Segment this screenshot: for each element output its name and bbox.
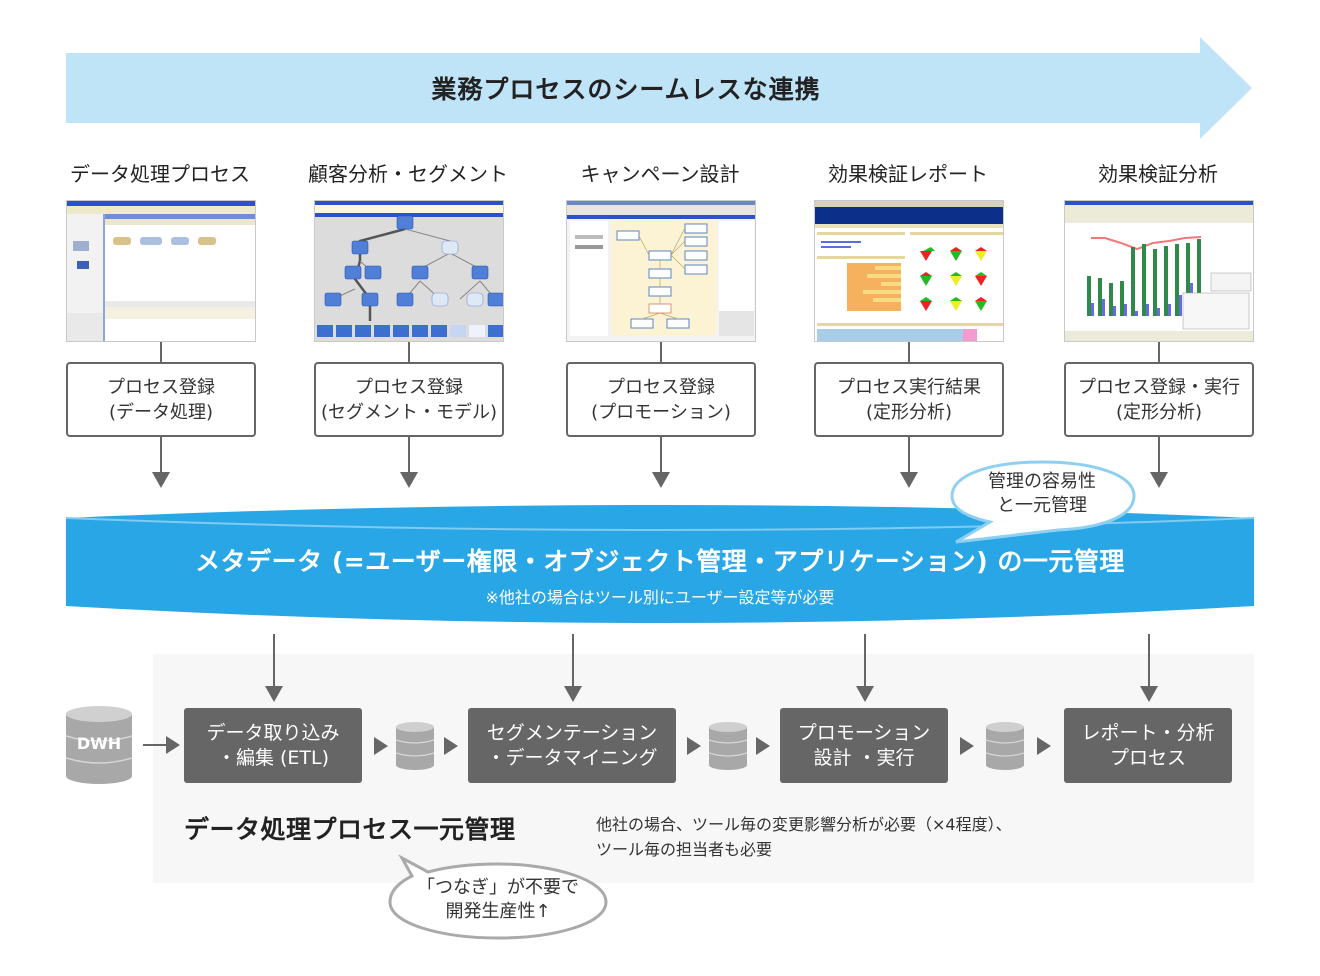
arrow-line: [1148, 634, 1150, 689]
database-icon: [708, 722, 748, 770]
arrow-line: [864, 634, 866, 689]
process-box-report: プロセス実行結果 (定形分析): [814, 362, 1004, 437]
connector-line: [160, 342, 162, 362]
process-box-data-processing: プロセス登録 (データ処理): [66, 362, 256, 437]
arrow-down-icon: [400, 472, 418, 488]
arrow-right-icon: [166, 736, 180, 754]
process-box-line2: (プロモーション): [591, 401, 731, 423]
database-icon: [395, 722, 435, 770]
panel-title: データ処理プロセス一元管理: [184, 815, 516, 844]
pipeline-step-promotion: プロモーション 設計 ・実行: [780, 708, 948, 783]
pipeline-step-line2: 設計 ・実行: [813, 746, 915, 769]
campaign-flow-screenshot: [566, 200, 756, 342]
column-title-data-processing: データ処理プロセス: [70, 162, 250, 186]
bubble-line2: と一元管理: [997, 495, 1087, 516]
connector-line: [660, 342, 662, 362]
arrow-right-icon: [756, 737, 770, 755]
pipeline-step-etl: データ取り込み ・編集 (ETL): [184, 708, 362, 783]
arrow-line: [1158, 437, 1160, 473]
pipeline-step-segmentation: セグメンテーション ・データマイニング: [468, 708, 676, 783]
process-box-line2: (定形分析): [865, 401, 953, 423]
process-box-line2: (定形分析): [1115, 401, 1203, 423]
arrow-down-icon: [856, 686, 874, 702]
arrow-down-icon: [265, 686, 283, 702]
panel-note-line2: ツール毎の担当者も必要: [596, 840, 773, 859]
arrow-right-icon: [960, 737, 974, 755]
process-box-line2: (データ処理): [108, 401, 214, 423]
pipeline-step-report: レポート・分析 プロセス: [1064, 708, 1232, 783]
arrow-down-icon: [900, 472, 918, 488]
arrow-down-icon: [152, 472, 170, 488]
banner-arrow-shape: [66, 37, 1252, 139]
dwh-label: DWH: [76, 734, 122, 753]
arrow-right-icon: [444, 737, 458, 755]
analysis-chart-screenshot: [1064, 200, 1254, 342]
arrow-down-icon: [564, 686, 582, 702]
pipeline-step-line1: レポート・分析: [1081, 721, 1215, 744]
report-dashboard-screenshot: [814, 200, 1004, 342]
arrow-line: [273, 634, 275, 689]
segment-tree-screenshot: [314, 200, 504, 342]
column-title-analysis: 効果検証分析: [1098, 162, 1218, 186]
process-box-segment: プロセス登録 (セグメント・モデル): [314, 362, 504, 437]
connector-line: [1158, 342, 1160, 362]
arrow-line: [160, 437, 162, 473]
connector-line: [408, 342, 410, 362]
data-processing-screenshot: [66, 200, 256, 342]
arrow-right-icon: [687, 737, 701, 755]
process-box-line1: プロセス登録: [355, 376, 463, 398]
column-title-segment: 顧客分析・セグメント: [308, 162, 508, 186]
process-box-line1: プロセス登録: [607, 376, 715, 398]
process-box-line1: プロセス実行結果: [837, 376, 981, 398]
database-icon: [985, 722, 1025, 770]
speech-bubble-shape: [388, 854, 608, 940]
arrow-down-icon: [1140, 686, 1158, 702]
metadata-note: ※他社の場合はツール別にユーザー設定等が必要: [485, 588, 835, 607]
arrow-line: [908, 437, 910, 473]
arrow-down-icon: [652, 472, 670, 488]
speech-bubble-shape: [950, 460, 1136, 544]
panel-note-line1: 他社の場合、ツール毎の変更影響分析が必要（×4程度）、: [596, 815, 1012, 834]
pipeline-step-line2: プロセス: [1109, 746, 1186, 769]
bubble-line1: 「つなぎ」が不要で: [417, 877, 579, 898]
arrow-down-icon: [1150, 472, 1168, 488]
bubble-line1: 管理の容易性: [988, 471, 1096, 492]
metadata-title: メタデータ (=ユーザー権限・オブジェクト管理・アプリケーション) の一元管理: [195, 547, 1125, 576]
process-box-line2: (セグメント・モデル): [320, 401, 498, 423]
speech-bubble-productivity: 「つなぎ」が不要で 開発生産性↑: [384, 854, 612, 940]
connector-line: [908, 342, 910, 362]
process-box-line1: プロセス登録・実行: [1078, 376, 1240, 398]
process-box-line1: プロセス登録: [107, 376, 215, 398]
pipeline-step-line1: プロモーション: [797, 721, 931, 744]
seamless-integration-banner: 業務プロセスのシームレスな連携: [66, 37, 1252, 139]
banner-title: 業務プロセスのシームレスな連携: [431, 75, 821, 104]
pipeline-step-line2: ・データマイニング: [486, 746, 658, 769]
arrow-right-icon: [374, 737, 388, 755]
speech-bubble-management: 管理の容易性 と一元管理: [946, 458, 1138, 544]
arrow-line: [660, 437, 662, 473]
arrow-line: [408, 437, 410, 473]
pipeline-step-line1: セグメンテーション: [486, 721, 658, 744]
metadata-cylinder: メタデータ (=ユーザー権限・オブジェクト管理・アプリケーション) の一元管理 …: [66, 488, 1254, 634]
process-box-analysis: プロセス登録・実行 (定形分析): [1064, 362, 1254, 437]
column-title-campaign: キャンペーン設計: [580, 162, 740, 186]
arrow-line: [572, 634, 574, 689]
pipeline-step-line1: データ取り込み: [206, 721, 340, 744]
arrow-right-icon: [1037, 737, 1051, 755]
process-box-campaign: プロセス登録 (プロモーション): [566, 362, 756, 437]
column-title-report: 効果検証レポート: [828, 162, 988, 186]
dwh-database-icon: DWH: [65, 706, 133, 784]
bubble-line2: 開発生産性↑: [445, 901, 551, 922]
arrow-line: [143, 744, 167, 746]
pipeline-step-line2: ・編集 (ETL): [216, 746, 330, 769]
